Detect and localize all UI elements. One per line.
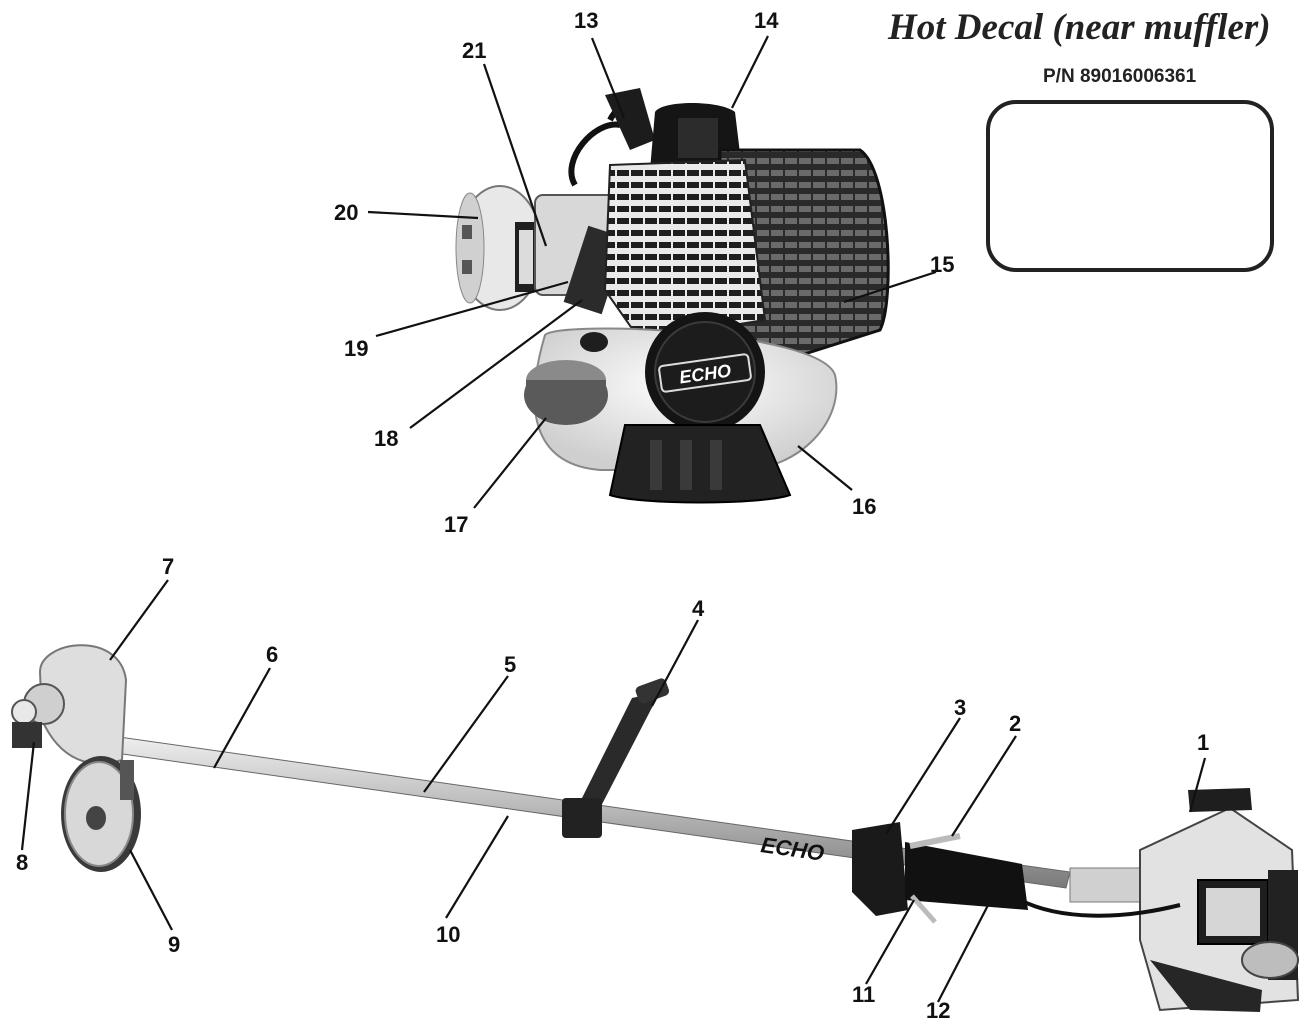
- leader-8: [20, 741, 36, 851]
- callout-6: 6: [266, 642, 279, 667]
- engine-illustration: ECHO: [455, 88, 890, 504]
- leader-16: [797, 445, 853, 491]
- callout-17: 17: [444, 512, 469, 537]
- leader-7: [109, 579, 169, 661]
- callout-19: 19: [344, 336, 369, 361]
- leader-15: [843, 270, 937, 304]
- edger-illustration: ECHO: [11, 644, 1300, 1012]
- leader-1: [1188, 757, 1207, 813]
- leader-18: [409, 299, 583, 429]
- leader-10: [445, 815, 509, 919]
- leader-13: [590, 37, 626, 119]
- grip: [905, 842, 1028, 910]
- callout-5: 5: [504, 652, 517, 677]
- callout-1: 1: [1197, 730, 1210, 755]
- callout-14: 14: [754, 8, 779, 33]
- leader-20: [367, 210, 479, 220]
- callout-3: 3: [954, 695, 967, 720]
- callout-16: 16: [852, 494, 877, 519]
- callout-12: 12: [926, 998, 951, 1023]
- throttle-housing: [852, 822, 908, 916]
- callout-2: 2: [1009, 711, 1022, 736]
- callout-11: 11: [852, 982, 876, 1007]
- leader-6: [213, 667, 271, 769]
- leader-12: [937, 881, 1001, 1003]
- decal-part-number: P/N 89016006361: [1043, 66, 1197, 87]
- blade: [12, 722, 42, 748]
- callout-20: 20: [334, 200, 359, 225]
- leader-2: [951, 735, 1017, 837]
- callout-8: 8: [16, 850, 29, 875]
- callout-10: 10: [436, 922, 461, 947]
- engine-stand: [608, 424, 792, 504]
- leader-5: [423, 675, 509, 793]
- leader-17: [473, 417, 547, 509]
- callout-7: 7: [162, 554, 175, 579]
- leader-21: [482, 63, 548, 247]
- leader-19: [375, 280, 569, 338]
- callout-15: 15: [930, 252, 955, 277]
- blade-guard: [38, 644, 128, 765]
- leader-lines: [20, 35, 1207, 1003]
- callout-21: 21: [462, 38, 487, 63]
- leader-9: [129, 849, 173, 931]
- callout-18: 18: [374, 426, 399, 451]
- leader-4: [651, 619, 699, 707]
- handle-clamp: [562, 798, 602, 838]
- callout-4: 4: [692, 596, 705, 621]
- rear-handle: [578, 692, 660, 812]
- hot-decal-frame: [986, 100, 1274, 272]
- leader-11: [865, 899, 915, 985]
- callout-9: 9: [168, 932, 181, 957]
- callout-13: 13: [574, 8, 599, 33]
- leader-3: [885, 717, 961, 835]
- decal-title: Hot Decal (near muffler): [888, 7, 1271, 48]
- primer-bulb: [580, 332, 608, 352]
- leader-14: [731, 35, 769, 109]
